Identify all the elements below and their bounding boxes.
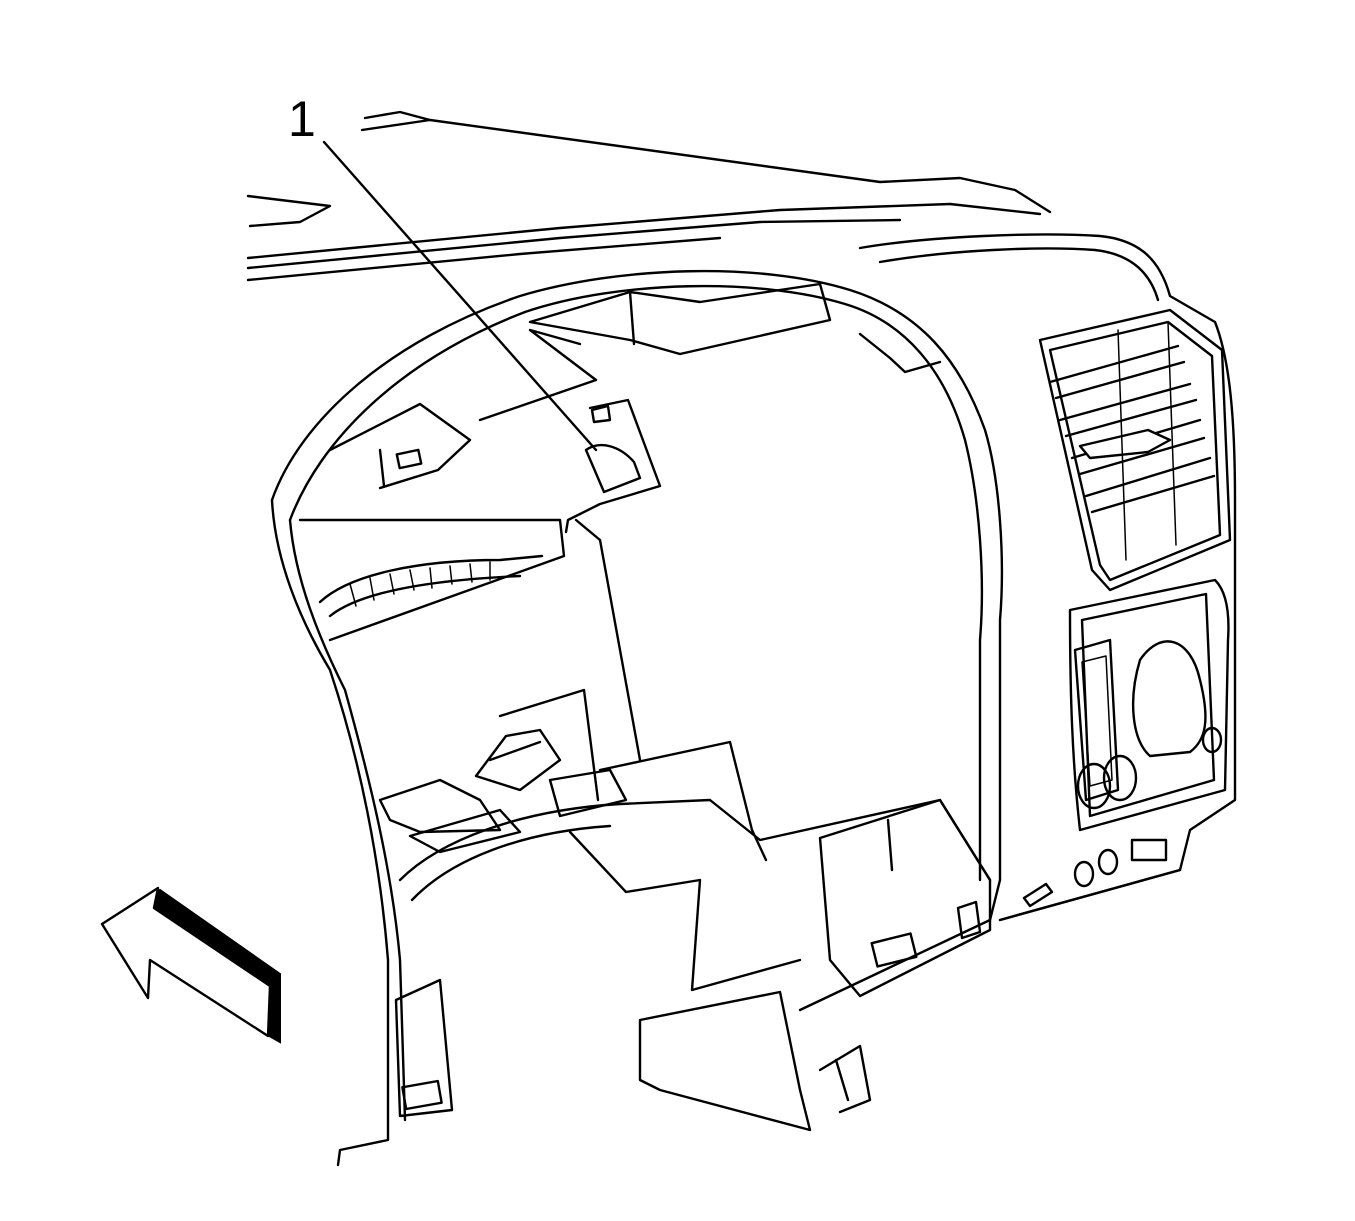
dash-bezel <box>270 269 1004 1167</box>
callout-label-1: 1 <box>288 91 316 147</box>
view-direction-arrow-icon <box>100 886 281 1044</box>
callout-leader-line <box>322 140 598 452</box>
cluster-panel <box>1022 578 1230 908</box>
lower-support <box>378 518 768 862</box>
knee-bolster <box>394 798 1182 1132</box>
vent-louvers <box>1048 321 1216 561</box>
dash-top-edge <box>246 110 1052 282</box>
upper-interior <box>328 282 942 534</box>
center-vent-bezel <box>858 233 1237 922</box>
wiring-harness <box>298 518 566 642</box>
